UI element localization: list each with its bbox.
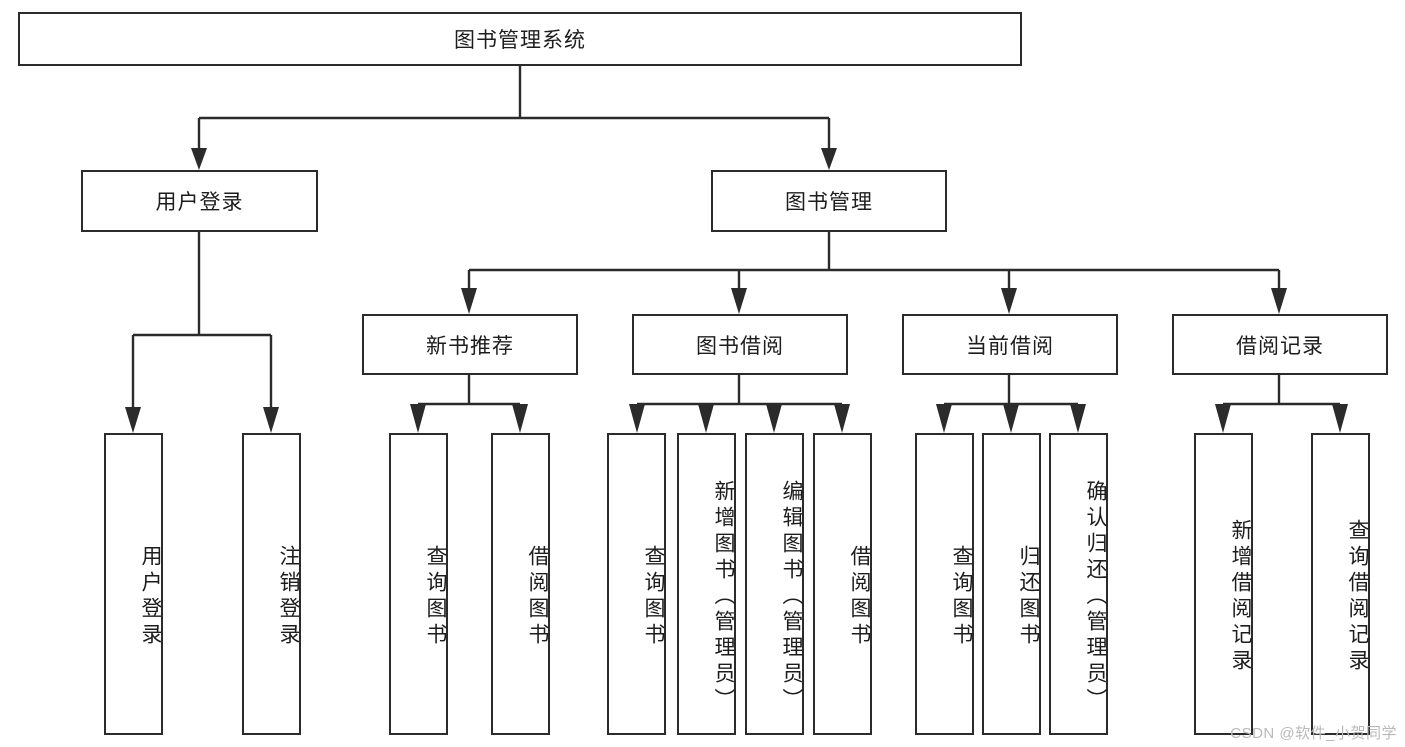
node-new-book-recommend-label: 新书推荐: [426, 334, 514, 358]
node-book-management[interactable]: 图书管理: [711, 170, 947, 232]
node-new-book-recommend[interactable]: 新书推荐: [362, 314, 578, 375]
leaf-user-login-login[interactable]: 用户登录: [104, 433, 163, 735]
arrowhead: [1215, 404, 1231, 433]
node-book-borrow-label: 图书借阅: [696, 334, 784, 358]
leaf-label: 用户登录: [139, 545, 162, 649]
arrowhead: [1271, 288, 1287, 314]
arrowhead: [1332, 404, 1348, 433]
leaf-user-login-logout[interactable]: 注销登录: [242, 433, 301, 735]
leaf-label: 编辑图书（管理员）: [780, 480, 803, 714]
leaf-label: 归还图书: [1017, 545, 1040, 649]
arrowhead: [1003, 404, 1019, 433]
node-user-login-label: 用户登录: [155, 191, 244, 214]
node-book-borrow[interactable]: 图书借阅: [632, 314, 848, 375]
arrowhead: [766, 404, 782, 433]
leaf-book-borrow-query[interactable]: 查询图书: [607, 433, 666, 735]
leaf-book-borrow-borrow[interactable]: 借阅图书: [813, 433, 872, 735]
leaf-current-borrow-query[interactable]: 查询图书: [915, 433, 974, 735]
leaf-label: 查询图书: [950, 545, 973, 649]
leaf-book-borrow-edit[interactable]: 编辑图书（管理员）: [745, 433, 804, 735]
leaf-label: 查询图书: [642, 545, 665, 649]
node-user-login[interactable]: 用户登录: [81, 170, 318, 232]
leaf-new-book-borrow[interactable]: 借阅图书: [491, 433, 550, 735]
leaf-book-borrow-add[interactable]: 新增图书（管理员）: [677, 433, 736, 735]
node-current-borrow[interactable]: 当前借阅: [902, 314, 1118, 375]
arrowhead: [936, 404, 952, 433]
arrowhead: [629, 404, 645, 433]
node-root-label: 图书管理系统: [454, 29, 586, 52]
arrowhead: [1070, 404, 1086, 433]
leaf-label: 确认归还（管理员）: [1084, 480, 1107, 714]
watermark: CSDN @软件_小贺同学: [1230, 725, 1397, 742]
leaf-label: 新增借阅记录: [1229, 519, 1252, 675]
node-book-management-label: 图书管理: [785, 191, 873, 214]
leaf-current-borrow-return[interactable]: 归还图书: [982, 433, 1041, 735]
arrowhead: [263, 407, 279, 433]
node-borrow-record[interactable]: 借阅记录: [1172, 314, 1388, 375]
arrowhead: [698, 404, 714, 433]
arrowhead: [512, 404, 528, 433]
arrowhead: [461, 288, 477, 314]
arrowhead: [1001, 288, 1017, 314]
leaf-borrow-record-add[interactable]: 新增借阅记录: [1194, 433, 1253, 735]
leaf-label: 查询图书: [424, 545, 447, 649]
node-current-borrow-label: 当前借阅: [966, 334, 1054, 358]
leaf-new-book-query[interactable]: 查询图书: [389, 433, 448, 735]
arrowhead: [410, 404, 426, 433]
arrowhead: [191, 148, 207, 170]
leaf-label: 查询借阅记录: [1346, 519, 1369, 675]
node-root[interactable]: 图书管理系统: [18, 12, 1022, 66]
leaf-label: 借阅图书: [526, 545, 549, 649]
arrowhead: [125, 407, 141, 433]
leaf-current-borrow-confirm[interactable]: 确认归还（管理员）: [1049, 433, 1108, 735]
arrowhead: [731, 288, 747, 314]
leaf-label: 注销登录: [277, 545, 300, 649]
arrowhead: [821, 148, 837, 170]
leaf-label: 借阅图书: [848, 545, 871, 649]
leaf-borrow-record-query[interactable]: 查询借阅记录: [1311, 433, 1370, 735]
node-borrow-record-label: 借阅记录: [1236, 334, 1324, 358]
arrowhead: [834, 404, 850, 433]
leaf-label: 新增图书（管理员）: [712, 480, 735, 714]
